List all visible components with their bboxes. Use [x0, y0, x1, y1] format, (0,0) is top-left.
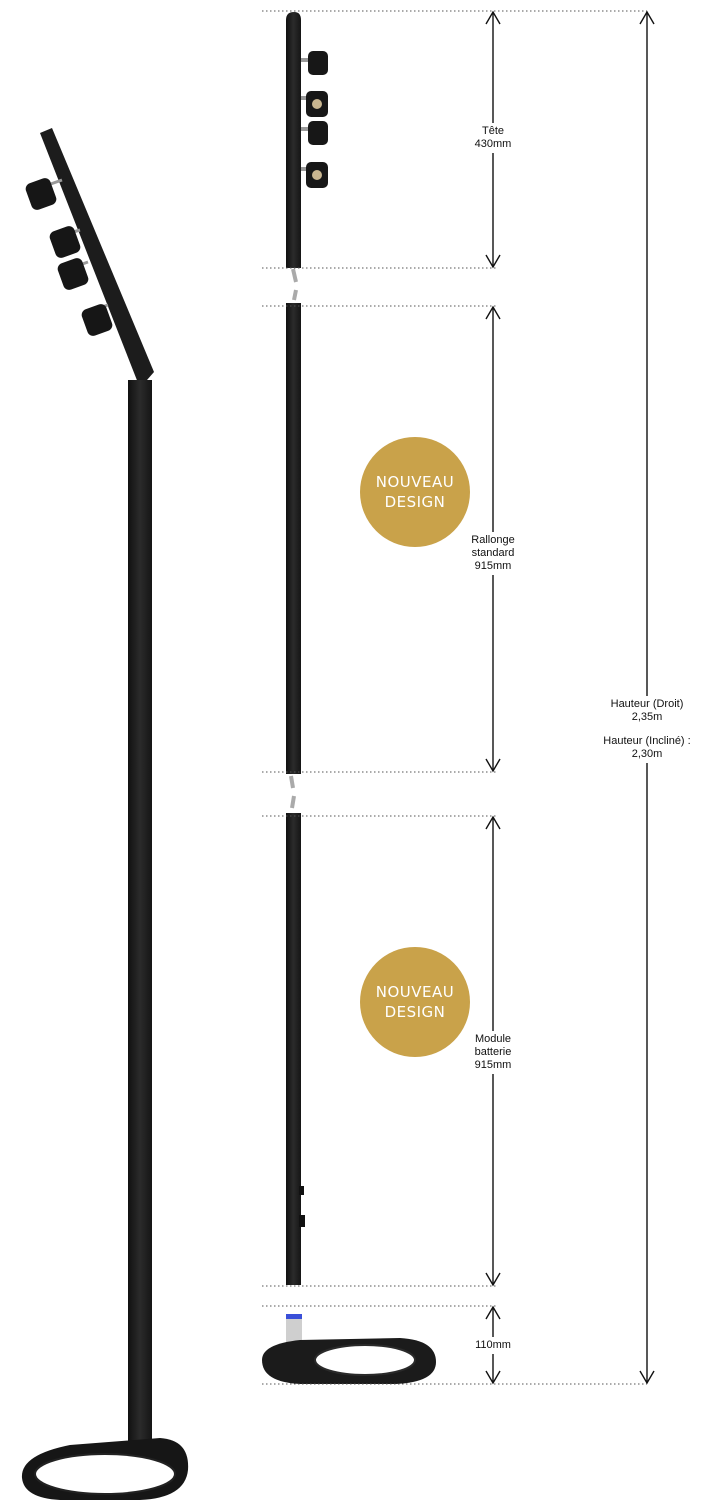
head-name: Tête: [481, 125, 504, 137]
extension-label: Rallonge standard 915mm: [458, 532, 528, 575]
head-segment: [286, 12, 301, 268]
extension-name-line2: standard: [471, 547, 515, 559]
straight-height-label: Hauteur (Droit): [610, 698, 684, 710]
battery-name-line1: Module: [474, 1033, 512, 1045]
straight-height-value: 2,35m: [631, 711, 663, 723]
head-size: 430mm: [474, 138, 512, 150]
spotlight-3-icon: [57, 258, 89, 290]
head-label: Tête 430mm: [463, 123, 523, 153]
new-design-badge-2: NOUVEAU DESIGN: [360, 947, 470, 1057]
badge-1-line1: NOUVEAU: [375, 473, 455, 491]
inclined-height-value: 2,30m: [631, 748, 663, 760]
badge-1-line2: DESIGN: [384, 493, 446, 511]
exploded-parts: [262, 12, 436, 1384]
total-height-label: Hauteur (Droit) 2,35m Hauteur (Incliné) …: [592, 696, 702, 763]
standard-extension-segment: [286, 303, 301, 774]
head-spotlight-4-icon: [301, 162, 328, 188]
badge-2-line1: NOUVEAU: [375, 983, 455, 1001]
guide-lines: [262, 10, 647, 1385]
battery-module-segment: [286, 813, 301, 1285]
spotlight-1-icon: [25, 178, 63, 210]
battery-label: Module batterie 915mm: [458, 1031, 528, 1074]
spotlight-2-icon: [49, 226, 81, 258]
spotlight-4-icon: [81, 303, 113, 336]
base-size: 110mm: [475, 1339, 511, 1351]
extension-name-line1: Rallonge: [471, 534, 515, 546]
assembled-pole: [128, 380, 152, 1460]
battery-switch-2: [299, 1215, 305, 1227]
base-label: 110mm: [463, 1337, 523, 1354]
battery-switch-1: [299, 1186, 304, 1195]
extension-connector: [292, 289, 298, 301]
badge-2-line2: DESIGN: [384, 1003, 446, 1021]
head-spotlight-3-icon: [301, 121, 328, 145]
inclined-height-label: Hauteur (Incliné) :: [603, 735, 691, 747]
assembled-base: [21, 1438, 189, 1500]
inclined-head-arm: [40, 128, 154, 388]
head-spotlight-1-icon: [301, 51, 328, 75]
new-design-badge-1: NOUVEAU DESIGN: [360, 437, 470, 547]
extension-size: 915mm: [474, 560, 512, 572]
base-part: [262, 1314, 436, 1384]
battery-size: 915mm: [474, 1059, 512, 1071]
head-connector: [291, 268, 298, 283]
assembled-lamp: [21, 128, 189, 1500]
battery-led: [286, 1314, 302, 1319]
head-spotlight-2-icon: [301, 91, 328, 117]
battery-name-line2: batterie: [474, 1046, 512, 1058]
